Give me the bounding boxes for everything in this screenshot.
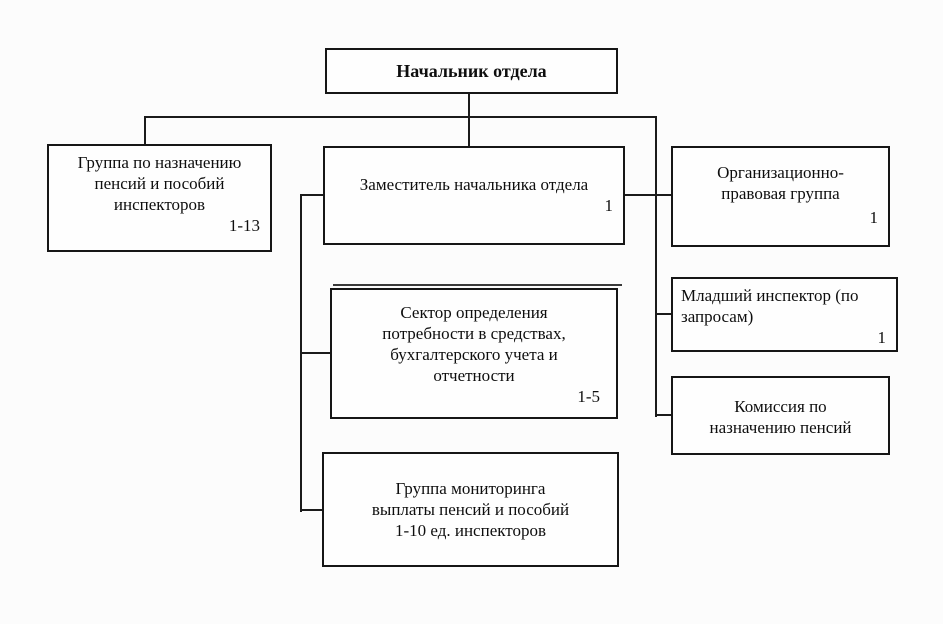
node-junior-inspector-label: Младший инспектор (по запросам) (681, 286, 859, 326)
node-head: Начальник отдела (325, 48, 618, 94)
node-commission-label: Комиссия по назначению пенсий (709, 397, 852, 437)
sector-top-rule (333, 284, 622, 286)
connector-deputy-left-stub (301, 194, 323, 196)
connector-left-drop (144, 116, 146, 146)
connector-junior-stub (655, 313, 671, 315)
node-deputy: Заместитель начальника отдела 1 (323, 146, 625, 245)
node-sector: Сектор определения потребности в средств… (330, 288, 618, 419)
node-sector-label: Сектор определения потребности в средств… (382, 303, 566, 385)
connector-sector-stub (300, 352, 330, 354)
connector-commission-stub (655, 414, 671, 416)
connector-right-vertical (655, 116, 657, 417)
node-org-legal: Организационно- правовая группа 1 (671, 146, 890, 247)
node-left-group-count: 1-13 (228, 216, 260, 235)
connector-top-horizontal (144, 116, 657, 118)
node-deputy-count: 1 (604, 196, 614, 215)
connector-head-to-deputy (468, 94, 470, 147)
node-monitoring-label: Группа мониторинга выплаты пенсий и посо… (371, 479, 570, 540)
connector-monitoring-stub (300, 509, 323, 511)
node-deputy-label: Заместитель начальника отдела (359, 175, 589, 194)
node-org-legal-count: 1 (869, 208, 879, 227)
node-sector-count: 1-5 (577, 387, 600, 406)
node-org-legal-label: Организационно- правовая группа (717, 163, 844, 203)
node-junior-inspector: Младший инспектор (по запросам) 1 (671, 277, 898, 352)
node-left-group-label: Группа по назначению пенсий и пособий ин… (77, 153, 242, 214)
connector-deputy-right-stub (625, 194, 671, 196)
node-left-group: Группа по назначению пенсий и пособий ин… (47, 144, 272, 252)
node-head-label: Начальник отдела (396, 61, 547, 81)
node-junior-inspector-count: 1 (877, 328, 887, 347)
node-monitoring: Группа мониторинга выплаты пенсий и посо… (322, 452, 619, 567)
node-commission: Комиссия по назначению пенсий (671, 376, 890, 455)
